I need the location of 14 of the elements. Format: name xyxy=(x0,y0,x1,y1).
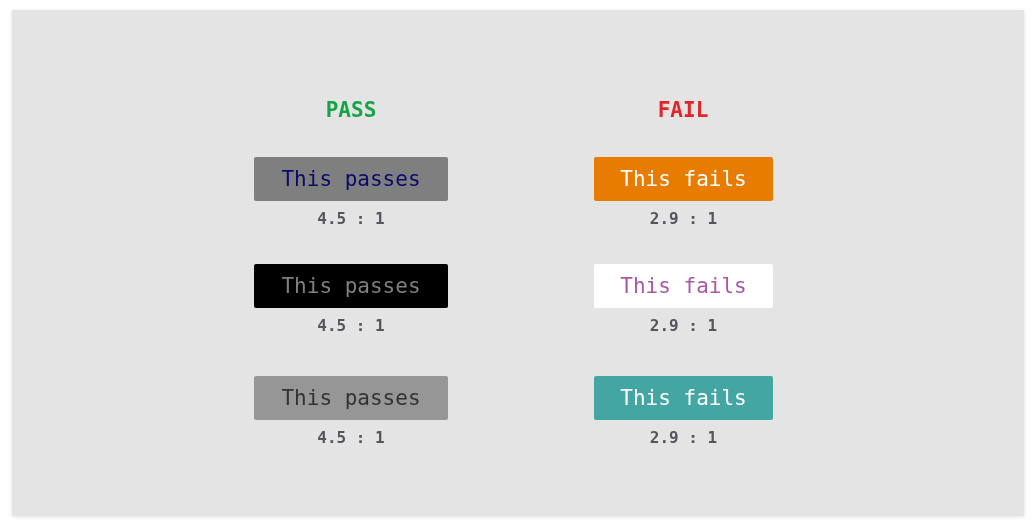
sample-text: This fails xyxy=(620,386,747,410)
contrast-ratio: 4.5 : 1 xyxy=(316,428,386,447)
contrast-ratio: 2.9 : 1 xyxy=(648,209,719,228)
contrast-ratio: 2.9 : 1 xyxy=(648,316,719,335)
contrast-ratio: 4.5 : 1 xyxy=(316,209,386,228)
sample-text: This passes xyxy=(281,167,421,191)
contrast-ratio: 4.5 : 1 xyxy=(316,316,386,335)
column-heading: PASS xyxy=(325,98,377,122)
sample-text: This fails xyxy=(620,274,747,298)
contrast-ratio: 2.9 : 1 xyxy=(648,428,719,447)
sample-text: This fails xyxy=(620,167,747,191)
sample-text: This passes xyxy=(281,274,421,298)
sample-text: This passes xyxy=(281,386,421,410)
column-heading: FAIL xyxy=(657,98,709,122)
